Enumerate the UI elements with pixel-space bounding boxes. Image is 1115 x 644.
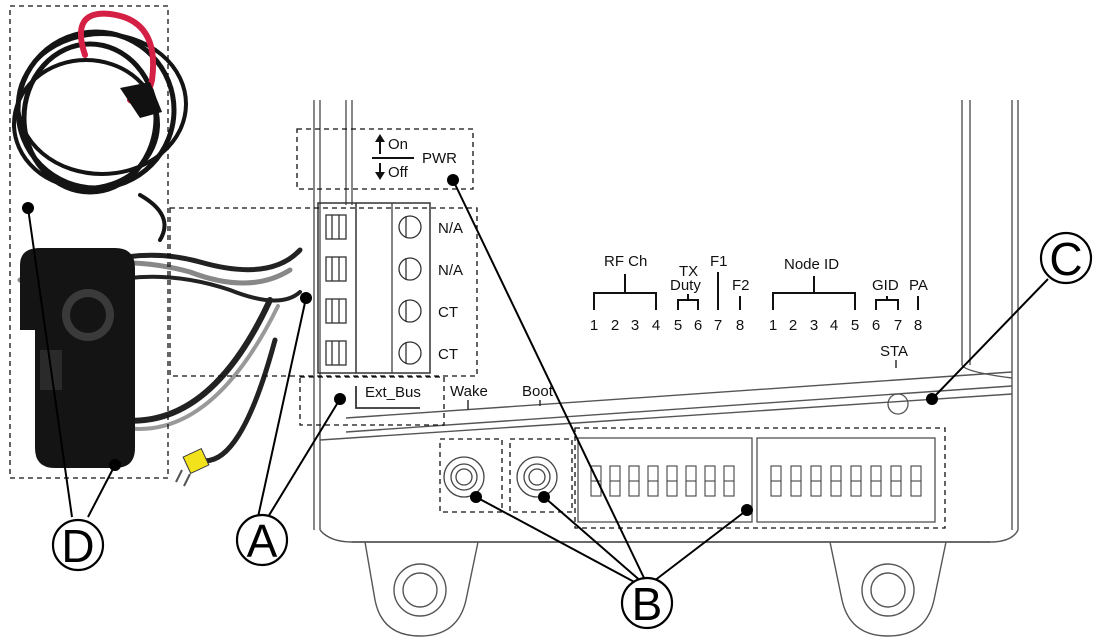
dip-switch-banks (577, 437, 936, 523)
terminal-slot (325, 298, 347, 324)
rf-ch-label: RF Ch (604, 253, 647, 270)
terminal-slot (325, 214, 347, 240)
boot-label: Boot (522, 383, 554, 400)
dip-number: 3 (631, 317, 639, 334)
boot-button[interactable] (516, 456, 558, 498)
dip-toggle[interactable] (628, 465, 640, 497)
dip-number: 3 (810, 317, 818, 334)
terminal-screw[interactable] (398, 299, 422, 323)
dip-toggle[interactable] (790, 465, 802, 497)
dip-number: 1 (769, 317, 777, 334)
dip-toggle[interactable] (590, 465, 602, 497)
dip-labels: RF Ch TX Duty F1 F2 Node ID GID PA (604, 253, 928, 294)
terminal-label: CT (438, 304, 458, 321)
terminal-slot (325, 340, 347, 366)
dip-number: 2 (789, 317, 797, 334)
callout-b: B (620, 576, 674, 630)
dip-toggle[interactable] (704, 465, 716, 497)
dip-toggle[interactable] (810, 465, 822, 497)
callout-d: D (51, 518, 105, 572)
callout-c: C (1039, 231, 1093, 285)
pwr-name-text: PWR (422, 150, 457, 167)
tx-label: TX (679, 263, 698, 280)
dip-toggle[interactable] (870, 465, 882, 497)
dip-toggle[interactable] (850, 465, 862, 497)
dip-number: 6 (694, 317, 702, 334)
wake-button[interactable] (443, 456, 485, 498)
dip-switch-toggles (590, 465, 922, 497)
terminal-label: N/A (438, 262, 463, 279)
callout-a: A (235, 513, 289, 567)
dip-toggle[interactable] (830, 465, 842, 497)
ct-sensor-illustration (12, 10, 303, 487)
ext-bus-label: Ext_Bus (365, 384, 421, 401)
terminal-label: N/A (438, 220, 463, 237)
power-switch-label: On Off PWR (372, 134, 457, 181)
dip-toggle[interactable] (666, 465, 678, 497)
duty-label: Duty (670, 277, 701, 294)
leader-lines (27, 179, 1049, 586)
dip-toggle[interactable] (890, 465, 902, 497)
pwr-on-text: On (388, 136, 408, 153)
terminal-slots (325, 214, 347, 366)
terminal-screw[interactable] (398, 257, 422, 281)
dip-toggle[interactable] (685, 465, 697, 497)
f2-label: F2 (732, 277, 750, 294)
dip-number: 7 (714, 317, 722, 334)
dip-number: 2 (611, 317, 619, 334)
dip-number: 5 (674, 317, 682, 334)
dashed-callout-boxes (9, 5, 946, 529)
dip-toggle[interactable] (723, 465, 735, 497)
node-id-label: Node ID (784, 256, 839, 273)
callout-b-letter: B (632, 578, 663, 630)
dip-number: 8 (914, 317, 922, 334)
dip-number: 7 (894, 317, 902, 334)
enclosure (313, 100, 1019, 637)
dip-number: 5 (851, 317, 859, 334)
dip-brackets (593, 272, 919, 310)
dip-toggle[interactable] (647, 465, 659, 497)
callout-a-letter: A (247, 515, 278, 567)
ext-bus-bracket (355, 386, 420, 409)
dip-toggle[interactable] (910, 465, 922, 497)
terminal-labels: N/A N/A CT CT (438, 220, 463, 363)
sta-label: STA (880, 343, 908, 360)
terminal-screw[interactable] (398, 215, 422, 239)
dip-toggle[interactable] (609, 465, 621, 497)
f1-label: F1 (710, 253, 728, 270)
callout-d-letter: D (61, 520, 94, 572)
dip-number: 4 (830, 317, 838, 334)
dip-number: 6 (872, 317, 880, 334)
terminal-block (317, 202, 431, 374)
terminal-screw[interactable] (398, 341, 422, 365)
terminal-slot (325, 256, 347, 282)
terminal-label: CT (438, 346, 458, 363)
callout-dots (22, 174, 938, 516)
pwr-off-text: Off (388, 164, 409, 181)
dip-toggle[interactable] (770, 465, 782, 497)
dip-number: 4 (652, 317, 660, 334)
gid-label: GID (872, 277, 899, 294)
terminal-screws (398, 215, 422, 365)
pa-label: PA (909, 277, 928, 294)
callout-c-letter: C (1049, 233, 1082, 285)
dip-number: 8 (736, 317, 744, 334)
wake-label: Wake (450, 383, 488, 400)
sta-led (887, 393, 909, 415)
dip-number: 1 (590, 317, 598, 334)
